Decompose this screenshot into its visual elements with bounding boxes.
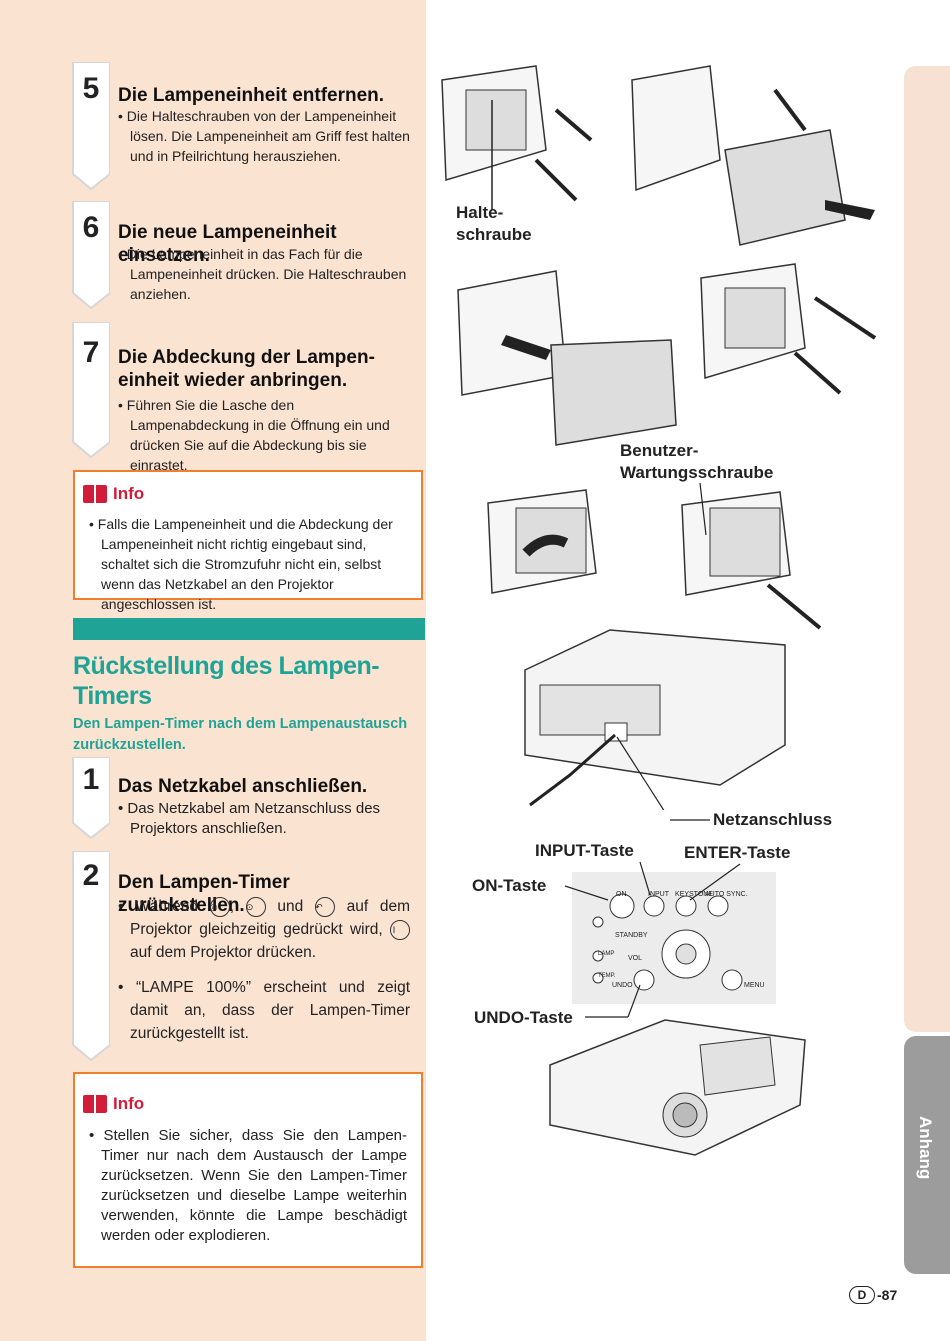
step-number: 7 [82,336,100,369]
callout-undo-taste: UNDO-Taste [474,1008,573,1027]
panel-label-lamp: LAMP [598,951,615,957]
screw-tighten-illustration [700,263,877,395]
lamp-insert-illustration [457,270,677,446]
on-key-icon: I [390,919,410,940]
side-tab-strip [904,66,950,1032]
step-7: 7 Die Abdeckung der Lampen-einheit wiede… [72,322,412,473]
step-title: Die Lampeneinheit entfernen. [118,85,385,106]
step-chevron [72,757,110,839]
callout-wartungsschraube: Benutzer-Wartungsschraube [620,441,774,482]
step-chevron [72,62,110,190]
step-2: 2 Den Lampen-Timer zurückstellen. • Währ… [72,851,412,1061]
undo-key-icon: ↶ [314,896,335,917]
step-chevron [72,201,110,309]
step-text: • Führen Sie die Lasche den Lampenabdeck… [118,397,390,473]
step-chevron [72,322,110,458]
panel-label-on: ON [616,891,627,898]
section-title: Rückstellung des Lampen-Timers [73,652,380,710]
side-tab-anhang[interactable]: Anhang [904,1036,950,1274]
callout-halteschraube: Halte-schraube [456,203,532,244]
projector-front-illustration [549,1019,806,1156]
info-text: • Falls die Lampeneinheit und die Abdeck… [89,516,393,612]
panel-label-standby: STANDBY [615,932,648,939]
info-text: • Stellen Sie sicher, dass Sie den Lampe… [89,1127,407,1244]
info-box-2: Info • Stellen Sie sicher, dass Sie den … [73,1072,423,1268]
section-subtitle: Den Lampen-Timer nach dem Lampenaustausc… [73,716,408,753]
page-letter: D [849,1286,875,1304]
panel-label-undo: UNDO [612,982,633,989]
book-icon [83,1095,107,1113]
step-text: • Die Halteschrauben von der Lampeneinhe… [118,108,410,164]
lamp-screws-illustration [441,65,593,210]
step-number: 1 [82,763,100,796]
panel-label-temp: TEMP. [598,973,616,979]
info-box-1: Info • Falls die Lampeneinheit und die A… [73,470,423,612]
step-title: Die Abdeckung der Lampen-einheit wieder … [118,347,375,391]
step-number: 2 [82,859,100,892]
projector-power-illustration [524,629,786,810]
step-text: • Die Lampeneinheit in das Fach für die … [118,246,407,302]
book-icon [83,485,107,503]
enter-key-icon: ⊙ [245,896,266,917]
step-number: 5 [82,72,100,105]
side-tab-label: Anhang [916,1116,935,1180]
callout-on-taste: ON-Taste [472,876,547,895]
step-text: • Das Netzkabel am Netzanschluss des Pro… [118,800,381,837]
panel-label-vol: VOL [628,955,643,962]
cover-screw-illustration [681,491,822,630]
panel-label-menu: MENU [744,982,765,989]
page-number: D-87 [849,1286,897,1304]
step-1: 1 Das Netzkabel anschließen. • Das Netzk… [72,757,412,839]
lamp-removal-illustration [631,65,875,246]
step-6: 6 Die neue Lampeneinheit einsetzen. • Di… [72,201,412,309]
step-chevron [72,851,110,1061]
step-number: 6 [82,211,100,244]
input-key-icon: ◎ [209,896,230,917]
callout-enter-taste: ENTER-Taste [684,843,791,862]
info-header: Info [83,1094,144,1114]
step-5: 5 Die Lampeneinheit entfernen. • Die Hal… [72,62,412,190]
info-header: Info [83,484,144,504]
step-text: • Während ◎, ⊙ und ↶ auf dem Projektor g… [118,896,411,1042]
cover-attach-illustration [487,489,597,594]
panel-label-input: INPUT [648,891,669,898]
step-title: Die neue Lampeneinheit einsetzen. [118,222,337,266]
callout-input-taste: INPUT-Taste [535,841,634,860]
step-title: Das Netzkabel anschließen. [118,776,368,797]
section-bar [73,618,425,640]
panel-label-auto: AUTO SYNC. [705,891,748,898]
callout-netzanschluss: Netzanschluss [713,810,833,829]
